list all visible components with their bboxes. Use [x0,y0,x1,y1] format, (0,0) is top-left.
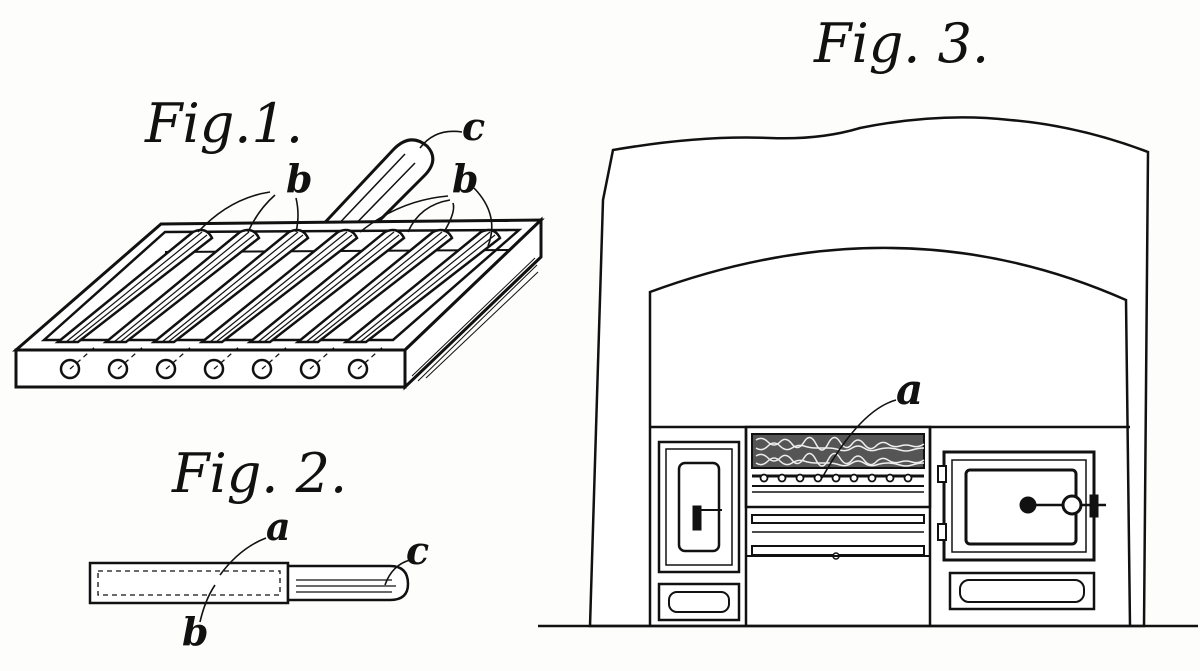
fig1-leaders [197,130,493,247]
fig3-arch-opening [648,246,1132,627]
fig1-bar [246,228,406,344]
fig1-label-c: c [462,104,485,149]
fig1-bar [102,228,261,344]
fig3-left-oven-door [657,440,741,574]
fig1-bar [54,228,214,344]
fig2-label-c: c [406,528,429,573]
fig1-label-b-left: b [286,156,313,201]
fig3-fire-grate [744,425,932,626]
fig2: Fig. 2. a b c [88,442,429,654]
fig1-bar [198,228,359,344]
fig3-right-oven-door [937,450,1106,562]
fig1-bar [150,228,310,344]
fig1-bar [342,228,502,344]
fig2-label-b: b [182,609,209,654]
fig3-right-drawer [948,571,1096,611]
fig1-label-b-right: b [452,156,479,201]
fig2-leaders [199,537,411,623]
fig3-label-a: a [896,365,923,414]
fig3-left-drawer [657,582,741,622]
fig2-label-a: a [266,504,291,549]
fig3: Fig. 3. [538,12,1198,628]
fig2-title: Fig. 2. [171,442,347,505]
fig1: Fig.1. [11,92,545,391]
fig1-bars [54,228,502,344]
fig1-title: Fig.1. [144,92,303,155]
fig1-hidden-lines [69,345,385,370]
fig3-grate-bar-ends [759,473,913,483]
fig3-title: Fig. 3. [813,12,989,75]
fig3-leader-a [821,399,897,479]
fig2-bar [88,561,410,605]
